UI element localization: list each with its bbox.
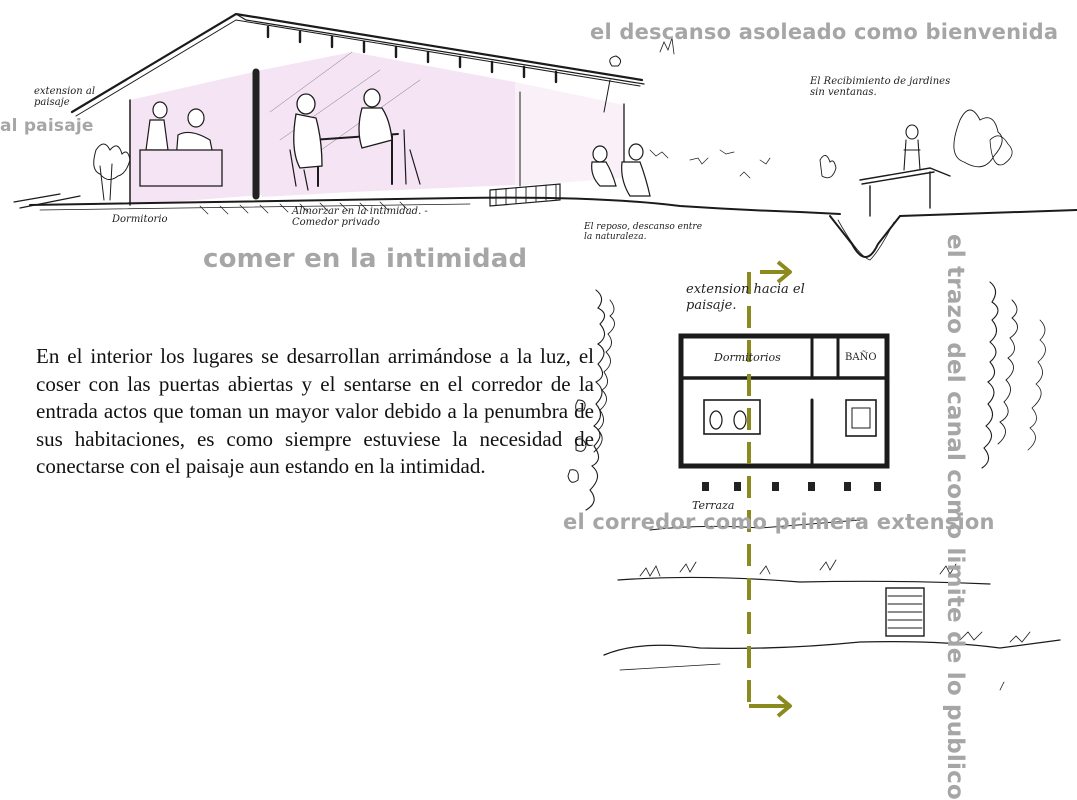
caption-al-paisaje: al paisaje [0, 116, 94, 136]
handnote-dormitorio: Dormitorio [112, 214, 168, 225]
handnote-reposo: El reposo, descanso entre la naturaleza. [584, 222, 703, 242]
house-plan-sketch [567, 281, 1061, 691]
caption-descanso: el descanso asoleado como bienvenida [590, 20, 1059, 44]
caption-canal-vertical: el trazo del canal como limite de lo pub… [942, 234, 968, 800]
caption-corredor: el corredor como primera extension [563, 510, 995, 534]
handnote-recibimiento: El Recibimiento de jardines sin ventanas… [810, 76, 951, 98]
handnote-extension-paisaje: extension al paisaje [34, 86, 96, 108]
sketch-drawings [13, 12, 1077, 718]
handnote-dormitorios: Dormitorios [714, 351, 781, 364]
handnote-bano: BAÑO [845, 352, 877, 363]
handnote-almorzar: Almorzar en la intimidad. - Comedor priv… [292, 206, 428, 228]
axis-arrows [747, 260, 792, 718]
caption-comer: comer en la intimidad [203, 244, 528, 274]
handnote-terraza: Terraza [692, 499, 735, 512]
handnote-extension-plan: extension hacia el paisaje. [686, 282, 805, 313]
body-paragraph: En el interior los lugares se desarrolla… [36, 344, 594, 478]
house-section-sketch [13, 12, 1077, 261]
